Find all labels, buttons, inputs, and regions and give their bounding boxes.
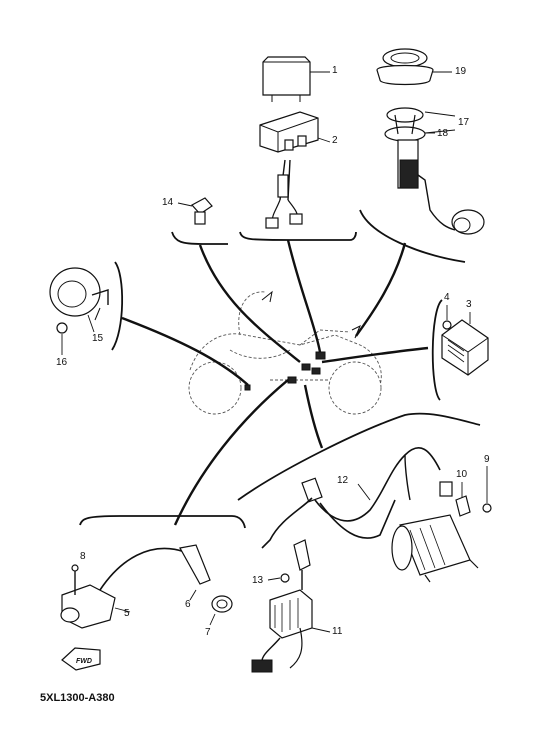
part-12-harness <box>261 447 453 549</box>
part-2-bracket <box>259 111 331 153</box>
motorcycle-outline <box>188 291 382 415</box>
callout-3: 3 <box>466 299 472 310</box>
callout-9: 9 <box>484 454 490 465</box>
part-9-bolt <box>482 466 492 513</box>
part-4-bolt <box>442 305 452 330</box>
diagram-code: 5XL1300-A380 <box>40 692 115 704</box>
callout-5: 5 <box>124 608 130 619</box>
callout-19: 19 <box>455 66 467 77</box>
fwd-label: FWD <box>76 658 92 665</box>
harness-connectors <box>244 290 361 391</box>
callout-18: 18 <box>437 128 449 139</box>
callout-10: 10 <box>456 469 468 480</box>
callout-16: 16 <box>56 357 68 368</box>
starter-motor <box>391 514 479 583</box>
leader-lines <box>121 239 429 526</box>
part-14-switch <box>177 197 213 225</box>
part-13-bolt <box>267 573 290 583</box>
callout-14: 14 <box>162 197 174 208</box>
callout-11: 11 <box>332 626 343 637</box>
part-10-terminal <box>455 482 471 517</box>
callout-7: 7 <box>205 627 211 638</box>
part-1-relay <box>262 56 330 102</box>
callout-8: 8 <box>80 551 86 562</box>
callout-6: 6 <box>185 599 191 610</box>
part-7-ring <box>209 595 233 626</box>
callout-1: 1 <box>332 65 338 76</box>
callout-13: 13 <box>252 575 264 586</box>
part-11-starter-relay <box>251 589 331 673</box>
callout-12: 12 <box>337 475 349 486</box>
relay-wiring <box>265 159 303 229</box>
part-6-plug-cap <box>179 544 211 601</box>
fwd-arrow-icon: FWD <box>61 647 101 671</box>
callout-17: 17 <box>458 117 470 128</box>
group-brackets <box>79 209 481 529</box>
part-3-rectifier <box>441 312 489 376</box>
part-5-ignition-coil <box>60 547 186 629</box>
plug-lead <box>293 539 311 590</box>
part-17-18-fuel-pump <box>384 107 485 235</box>
callout-4: 4 <box>444 292 450 303</box>
part-15-horn <box>49 267 109 355</box>
callout-15: 15 <box>92 333 104 344</box>
callout-2: 2 <box>332 135 338 146</box>
part-19-cap <box>376 48 452 86</box>
